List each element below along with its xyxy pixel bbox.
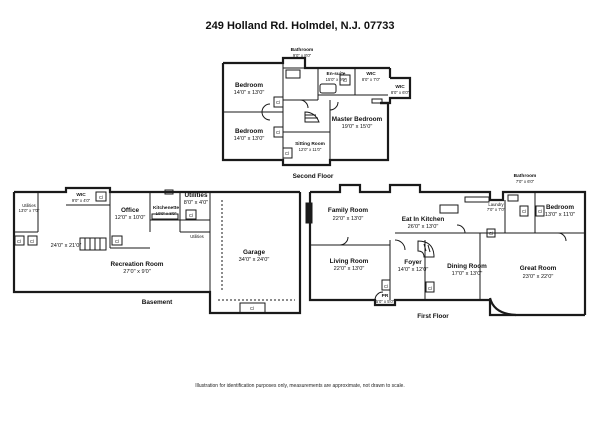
room-dim-ensuite: 15'0" x 9'0" — [326, 77, 347, 82]
room-name-garage: Garage — [243, 249, 265, 256]
room-dim-family-room: 22'0" x 13'0" — [333, 216, 364, 222]
room-name-master-bedroom: Master Bedroom — [332, 116, 383, 123]
room-name-kitchenette: Kitchenette — [153, 205, 179, 211]
closet-label: Cl — [30, 239, 34, 244]
room-dim-bedroom-1: 13'0" x 11'0" — [545, 212, 575, 218]
room-name-bathroom-2: Bathroom — [291, 47, 314, 53]
room-dim-wic-2a: 8'0" x 7'0" — [362, 77, 381, 82]
room-name-foyer: Foyer — [404, 259, 422, 266]
room-dim-office: 12'0" x 10'0" — [115, 215, 146, 221]
room-dim-utilities-b1: 13'0" x 7'0" — [19, 208, 40, 213]
closet-label: Cl — [343, 78, 347, 83]
closet-label: Cl — [276, 100, 280, 105]
room-name-utilities-b3: Utilities — [190, 234, 204, 239]
second-floor-plan: Bathroom 9'0" x 8'0" Bedroom 14'0" x 13'… — [221, 47, 412, 180]
room-dim-dining-room: 17'0" x 13'0" — [452, 271, 483, 277]
room-dim-recreation-room: 27'0" x 9'0" — [123, 269, 151, 275]
closet-label: Cl — [538, 209, 542, 214]
room-name-utilities-b1: Utilities — [22, 203, 36, 208]
first-floor-plan: Family Room 22'0" x 13'0" Eat In Kitchen… — [305, 173, 587, 320]
room-dim-utilities-b2: 8'0" x 4'0" — [184, 200, 208, 206]
room-dim-living-room: 22'0" x 13'0" — [334, 266, 365, 272]
room-name-bathroom-1: Bathroom — [514, 173, 537, 179]
room-name-great-room: Great Room — [520, 265, 557, 272]
room-name-recreation-room: Recreation Room — [111, 261, 164, 268]
room-dim-basement-open: 24'0" x 21'0" — [51, 243, 82, 249]
room-name-ensuite: En-suite — [327, 71, 346, 77]
room-dim-laundry: 7'0" x 7'0" — [487, 207, 506, 212]
room-dim-bathroom-2: 9'0" x 8'0" — [293, 53, 312, 58]
room-name-utilities-b2: Utilities — [184, 192, 208, 199]
room-name-dining-room: Dining Room — [447, 263, 487, 270]
room-name-office: Office — [121, 207, 140, 214]
closet-label: Cl — [189, 213, 193, 218]
room-dim-bathroom-1: 7'0" x 6'0" — [516, 179, 535, 184]
room-dim-garage: 34'0" x 24'0" — [239, 257, 270, 263]
room-name-wic-2a: WIC — [366, 71, 376, 77]
room-name-sitting-room: Sitting Room — [295, 141, 325, 147]
closet-label: Cl — [384, 284, 388, 289]
closet-label: Cl — [17, 239, 21, 244]
room-dim-master-bedroom: 19'0" x 15'0" — [342, 124, 373, 130]
room-name-wic-basement: WIC — [76, 192, 86, 198]
room-name-powder-room: PR — [382, 293, 389, 299]
room-dim-wic-2b: 8'0" x 6'0" — [391, 90, 410, 95]
room-name-bedroom-2b: Bedroom — [235, 128, 263, 135]
room-name-bedroom-1: Bedroom — [546, 204, 574, 211]
room-name-living-room: Living Room — [330, 258, 369, 265]
room-dim-powder-room: 5'0" x 5'0" — [376, 299, 395, 304]
floor-label-first: First Floor — [417, 313, 449, 320]
closet-label: Cl — [428, 286, 432, 291]
basement-plan: Utilities 13'0" x 7'0" WIC 9'0" x 4'0" O… — [12, 186, 302, 315]
room-dim-bedroom-2b: 14'0" x 13'0" — [234, 136, 265, 142]
plan-title: 249 Holland Rd. Holmdel, N.J. 07733 — [205, 20, 395, 32]
disclaimer: Illustration for identification purposes… — [195, 383, 405, 389]
room-dim-kitchenette: 10'0" x 8'0" — [156, 211, 177, 216]
room-name-laundry: Laundry — [488, 202, 504, 207]
closet-label: Cl — [250, 306, 254, 311]
room-dim-foyer: 14'0" x 12'0" — [398, 267, 429, 273]
room-dim-eat-in-kitchen: 26'0" x 13'0" — [408, 224, 439, 230]
room-dim-sitting-room: 12'0" x 11'0" — [299, 147, 322, 152]
room-dim-wic-basement: 9'0" x 4'0" — [72, 198, 91, 203]
closet-label: Cl — [522, 209, 526, 214]
closet-label: Cl — [285, 151, 289, 156]
closet-label: Cl — [489, 231, 493, 236]
room-name-bedroom-2a: Bedroom — [235, 82, 263, 89]
room-name-wic-2b: WIC — [395, 84, 405, 90]
room-dim-bedroom-2a: 14'0" x 13'0" — [234, 90, 265, 96]
floor-label-basement: Basement — [142, 299, 173, 306]
room-name-eat-in-kitchen: Eat In Kitchen — [402, 216, 445, 223]
closet-label: Cl — [276, 130, 280, 135]
floor-label-second: Second Floor — [293, 173, 334, 180]
room-name-family-room: Family Room — [328, 207, 368, 214]
closet-label: Cl — [99, 195, 103, 200]
closet-label: Cl — [115, 239, 119, 244]
room-dim-great-room: 23'0" x 22'0" — [523, 274, 554, 280]
